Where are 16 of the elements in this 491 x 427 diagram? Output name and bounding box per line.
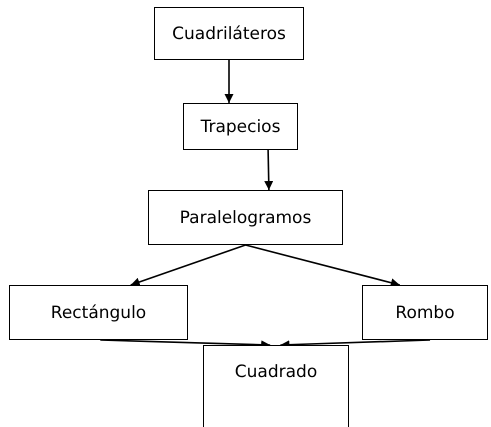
category-label: Paralelogramos <box>180 208 312 228</box>
category-label: Cuadriláteros <box>172 24 286 44</box>
category-box <box>362 285 488 340</box>
arrow <box>264 150 274 190</box>
category-label: Rectángulo <box>50 302 146 322</box>
category-box <box>148 190 343 245</box>
arrow <box>224 60 234 103</box>
category-label: Rombo <box>395 302 455 322</box>
category-box <box>9 285 188 340</box>
category-label: Trapecios <box>200 116 280 136</box>
category-box <box>183 103 298 150</box>
arrow <box>245 244 400 288</box>
category-box <box>154 7 304 60</box>
arrow <box>130 244 246 286</box>
category-label: Cuadrado <box>234 362 318 382</box>
category-box <box>203 345 349 427</box>
